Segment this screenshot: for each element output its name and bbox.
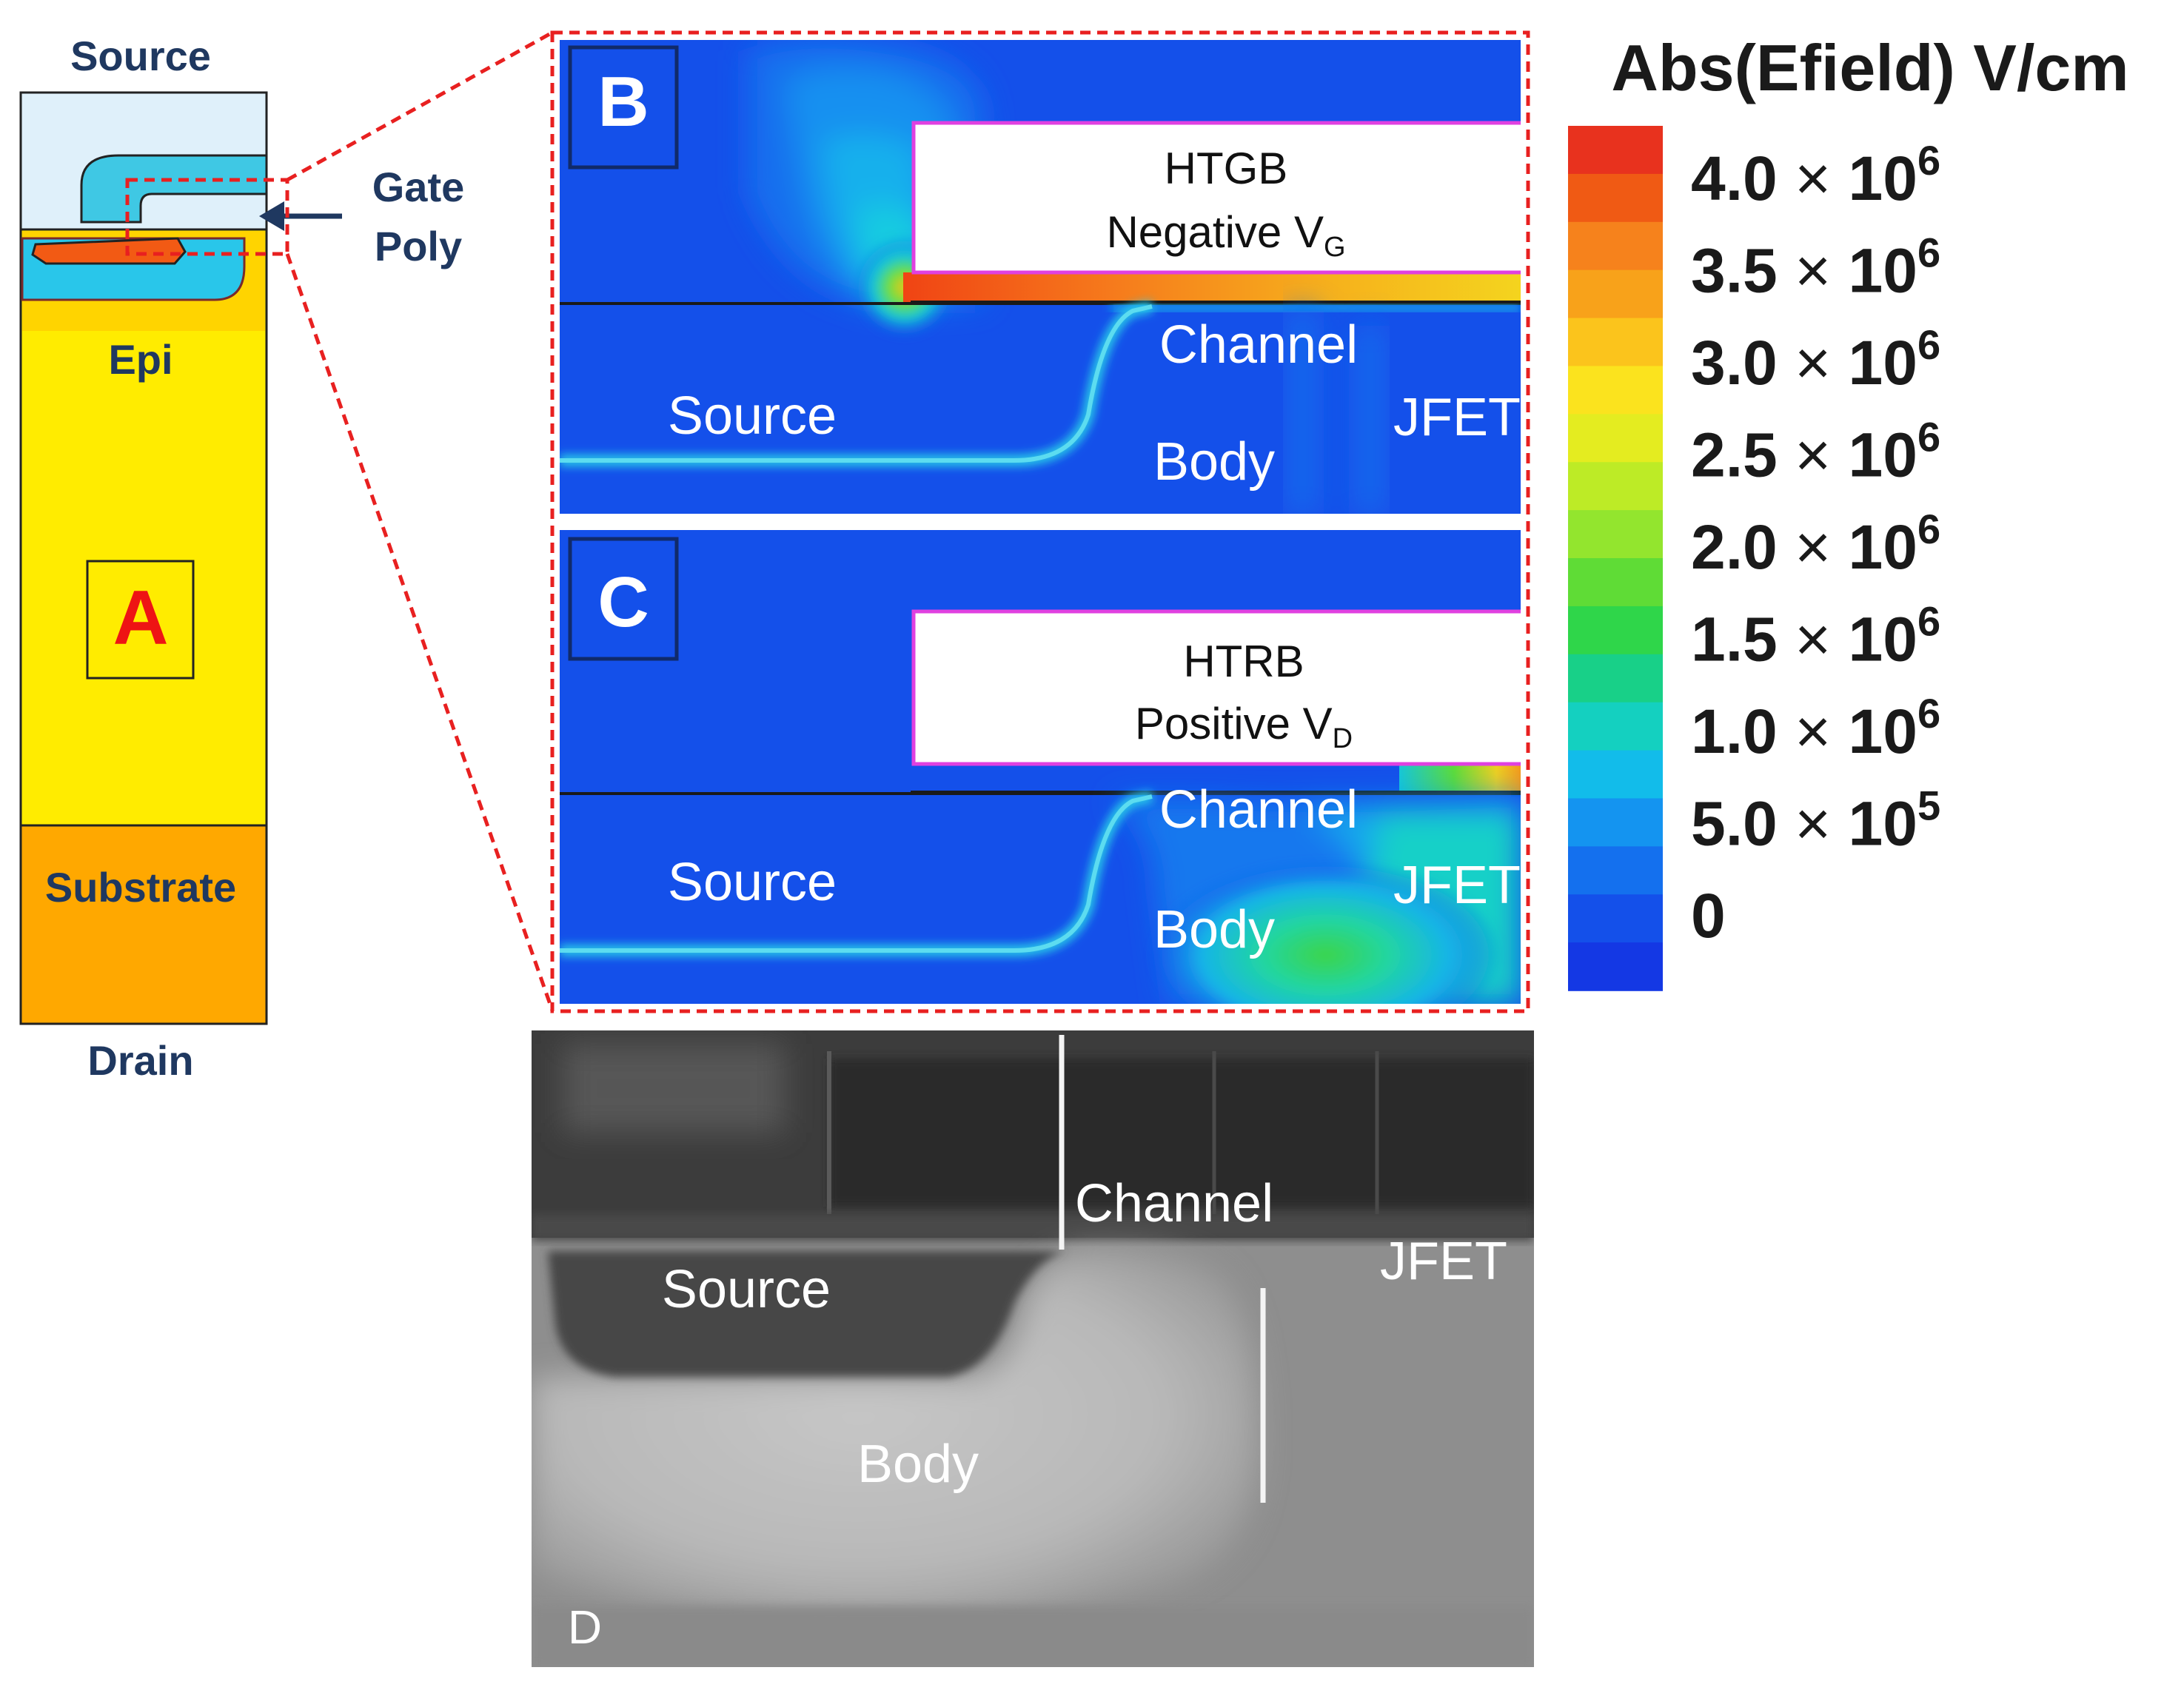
- panel-b-simulation: [560, 40, 1521, 514]
- panel-b-body-label: Body: [1153, 432, 1275, 492]
- colorbar-tick-label: 3.5 × 106: [1691, 229, 1940, 306]
- colorbar-swatch: [1568, 654, 1663, 703]
- colorbar-swatch: [1568, 702, 1663, 751]
- colorbar-tick-label: 0: [1691, 881, 1726, 951]
- panel-c-gate-box: [911, 609, 1521, 766]
- colorbar-title: Abs(Efield) V/cm: [1611, 31, 2128, 104]
- colorbar-swatch: [1568, 750, 1663, 799]
- colorbar-tick-label: 4.0 × 106: [1691, 137, 1940, 213]
- colorbar-tick-label: 2.0 × 106: [1691, 506, 1940, 582]
- colorbar-swatch: [1568, 462, 1663, 511]
- gate-poly-arrow: [259, 201, 342, 231]
- colorbar-swatch: [1568, 221, 1663, 271]
- panel-b-bias-label: Negative VG: [1106, 207, 1345, 263]
- panel-b-letter-box: [568, 45, 679, 170]
- colorbar-swatch: [1568, 318, 1663, 367]
- panel-b-source-label: Source: [668, 386, 837, 446]
- colorbar-tick-label: 1.0 × 106: [1691, 690, 1940, 766]
- panel-b-stress-label: HTGB: [1165, 144, 1288, 193]
- zoom-frame: [550, 30, 1530, 1013]
- colorbar: Abs(Efield) V/cm 4.0 × 106 3.5 × 106 3.0 ×…: [1568, 31, 2129, 991]
- substrate-layer: [19, 824, 268, 1025]
- panel-b-jfet-label: JFET: [1393, 388, 1521, 447]
- device-gate-label: Gate: [372, 164, 465, 210]
- panel-c-letter: C: [597, 563, 649, 642]
- colorbar-swatch: [1568, 894, 1663, 943]
- colorbar-swatch: [1568, 269, 1663, 319]
- panel-c-simulation: [560, 530, 1521, 1004]
- panel-d-channel-label: Channel: [1075, 1174, 1273, 1233]
- zoom-connector-lines: [285, 30, 555, 1011]
- panel-c-letter-box: [568, 537, 679, 661]
- panel-d-sem-image: [532, 1030, 1534, 1667]
- colorbar-tick-label: 1.5 × 106: [1691, 598, 1940, 674]
- device-region-a-label: A: [113, 575, 168, 661]
- panel-b-letter: B: [597, 62, 649, 141]
- colorbar-swatch: [1568, 942, 1663, 991]
- device-cross-section: Source Gate Poly Epi A Substrate Drain: [19, 33, 465, 1084]
- panel-d-source-label: Source: [662, 1260, 831, 1319]
- colorbar-swatches: [1568, 126, 1663, 991]
- zoom-region-box: [125, 178, 289, 256]
- panel-c-stress-label: HTRB: [1183, 637, 1304, 686]
- device-epi-label: Epi: [108, 336, 172, 383]
- panel-c-body-label: Body: [1153, 900, 1275, 959]
- panel-d-letter: D: [568, 1600, 602, 1654]
- panel-c-jfet-label: JFET: [1393, 856, 1521, 915]
- colorbar-swatch: [1568, 798, 1663, 848]
- region-a-box: [86, 560, 195, 680]
- device-source-label: Source: [70, 33, 211, 79]
- colorbar-swatch: [1568, 558, 1663, 607]
- colorbar-swatch: [1568, 510, 1663, 559]
- panel-d-jfet-label: JFET: [1380, 1232, 1507, 1291]
- panel-b-gate-box: [911, 121, 1521, 275]
- device-poly-label: Poly: [375, 223, 462, 269]
- colorbar-tick-label: 2.5 × 106: [1691, 414, 1940, 490]
- colorbar-swatch: [1568, 606, 1663, 655]
- panel-b-channel-label: Channel: [1159, 315, 1358, 375]
- colorbar-ticks: 4.0 × 106 3.5 × 106 3.0 × 106 2.5 × 106 2.0 …: [1691, 137, 1940, 951]
- colorbar-swatch: [1568, 414, 1663, 463]
- device-substrate-label: Substrate: [45, 864, 236, 911]
- colorbar-swatch: [1568, 126, 1663, 175]
- gate-oxide-cap: [80, 154, 268, 224]
- colorbar-swatch: [1568, 846, 1663, 896]
- colorbar-swatch: [1568, 366, 1663, 415]
- panel-c-source-label: Source: [668, 853, 837, 912]
- gate-poly: [31, 237, 187, 265]
- colorbar-tick-label: 5.0 × 105: [1691, 782, 1940, 859]
- panel-d-body-label: Body: [857, 1435, 979, 1494]
- device-drain-label: Drain: [87, 1037, 193, 1084]
- colorbar-tick-label: 3.0 × 106: [1691, 321, 1940, 398]
- panel-c-channel-label: Channel: [1159, 780, 1358, 839]
- colorbar-swatch: [1568, 173, 1663, 223]
- panel-c-bias-label: Positive VD: [1135, 699, 1353, 754]
